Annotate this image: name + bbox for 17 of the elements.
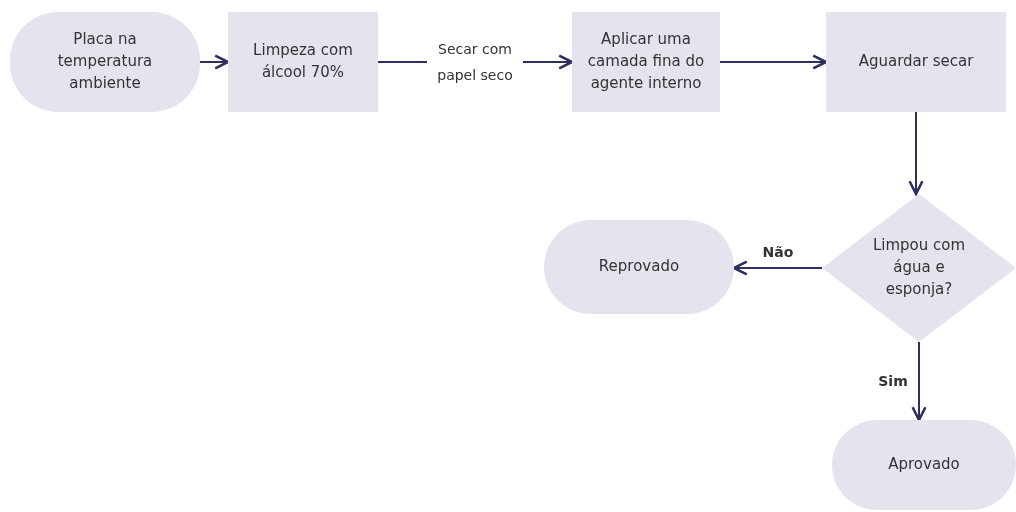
node-label: Placa na temperatura ambiente (56, 29, 154, 94)
terminal-shape (832, 420, 1016, 510)
node-label: Limpeza com álcool 70% (252, 40, 354, 83)
arrow (732, 260, 823, 276)
process-box (228, 12, 378, 112)
node-label: Aguardar secar (858, 51, 974, 73)
node-label: Reprovado (598, 256, 680, 278)
decision-diamond (822, 194, 1016, 342)
node-label: Aprovado (888, 454, 960, 476)
process-box (572, 12, 720, 112)
arrow (199, 54, 230, 70)
node-label: Aplicar uma camada fina do agente interno (586, 29, 706, 94)
arrow (908, 111, 924, 196)
node-label: Limpou com água e esponja? (871, 235, 967, 300)
arrow (719, 54, 828, 70)
process-box (826, 12, 1006, 112)
arrow (911, 341, 927, 422)
